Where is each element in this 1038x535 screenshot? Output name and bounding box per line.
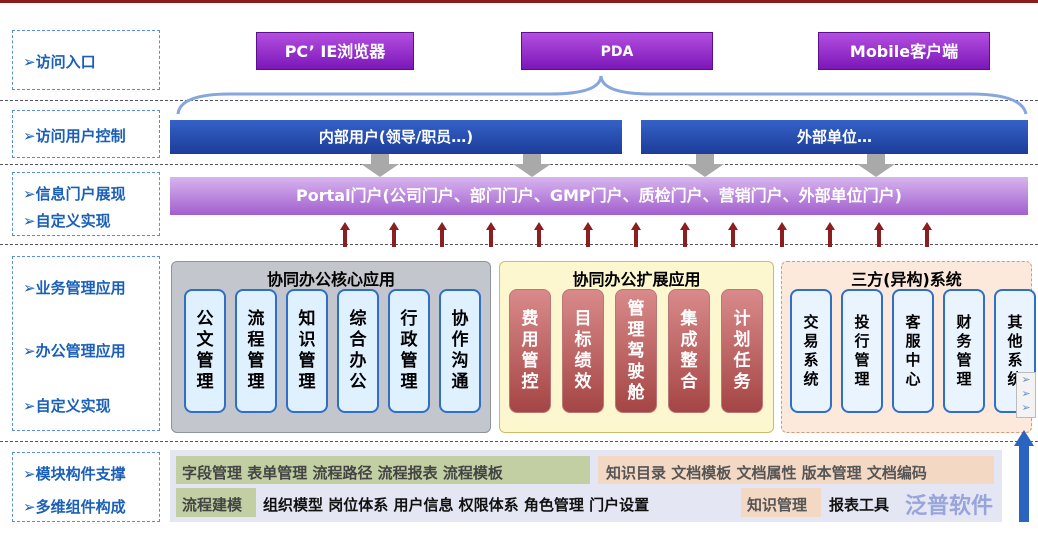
label-info-portal: ➢信息门户展现 [23, 185, 126, 203]
ext-apps-title: 协同办公扩展应用 [572, 270, 701, 289]
up-arrow [486, 222, 496, 247]
third-party-panel: 三方(异构)系统 交易系统 投行管理 客服中心 财务管理 其他系统 [781, 261, 1036, 433]
support-up-arrow [1014, 430, 1034, 522]
ext-app-label: 费用管控 [521, 309, 539, 392]
access-pc-browser: PC’ IE浏览器 [256, 32, 414, 70]
ext-apps-panel: 协同办公扩展应用 费用管控 目标绩效 管理驾驶舱 集成整合 计划任务 [499, 261, 774, 433]
up-arrow [583, 222, 593, 247]
ext-app-label: 集成整合 [680, 309, 698, 392]
label-module-support: ➢模块构件支撑 [23, 465, 126, 483]
ext-app-card: 管理驾驶舱 [615, 289, 657, 413]
components-row2-c-bg [741, 488, 821, 517]
up-arrow [825, 222, 835, 247]
components-row2-a: 流程建模 [182, 496, 243, 514]
separator [0, 441, 1038, 442]
up-arrow [437, 222, 447, 247]
label-business-mgmt: ➢业务管理应用 [23, 279, 126, 297]
components-row2-c: 知识管理 [747, 496, 808, 514]
third-party-label: 交易系统 [803, 313, 819, 388]
core-app-card: 知识管理 [286, 289, 328, 413]
components-row2-d: 报表工具 [829, 496, 890, 514]
up-arrow [728, 222, 738, 247]
label-access-entry: ➢访问入口 [23, 53, 96, 71]
portal-bar: Portal门户(公司门户、部门门户、GMP门户、质检门户、营销门户、外部单位门… [170, 177, 1028, 215]
ext-app-card: 集成整合 [668, 289, 710, 413]
internal-users-bar: 内部用户(领导/职员…) [170, 120, 622, 154]
third-party-card: 交易系统 [790, 289, 832, 413]
layer-applications: ➢业务管理应用 ➢办公管理应用 ➢自定义实现 [12, 256, 160, 431]
up-arrow [534, 222, 544, 247]
third-party-title: 三方(异构)系统 [851, 270, 962, 289]
top-rule [0, 0, 1038, 3]
layer-info-portal: ➢信息门户展现 ➢自定义实现 [12, 172, 160, 236]
ext-app-label: 计划任务 [733, 309, 751, 392]
third-party-card: 财务管理 [943, 289, 985, 413]
label-access-control: ➢访问用户控制 [23, 127, 126, 145]
ext-app-label: 管理驾驶舱 [627, 298, 645, 403]
third-party-label: 客服中心 [905, 313, 921, 388]
up-arrow [922, 222, 932, 247]
up-arrow [631, 222, 641, 247]
up-arrow [389, 222, 399, 247]
core-apps-panel: 协同办公核心应用 公文管理 流程管理 知识管理 综合办公 行政管理 协作沟通 [171, 261, 491, 433]
components-row1-left: 字段管理 表单管理 流程路径 流程报表 流程模板 [182, 464, 503, 482]
separator [0, 244, 1038, 245]
core-app-card: 公文管理 [184, 289, 226, 413]
components-row1-right: 知识目录 文档模板 文档属性 版本管理 文档编码 [606, 464, 927, 482]
components-row1-right-bg [598, 456, 994, 484]
third-party-label: 财务管理 [956, 313, 972, 388]
access-pda: PDA [521, 32, 713, 70]
layer-access-control: ➢访问用户控制 [12, 110, 160, 158]
separator [0, 100, 1038, 101]
third-party-card: 客服中心 [892, 289, 934, 413]
access-brace [176, 75, 1028, 115]
core-app-label: 协作沟通 [451, 309, 469, 392]
label-office-mgmt: ➢办公管理应用 [23, 342, 126, 360]
ext-app-card: 计划任务 [721, 289, 763, 413]
layer-components: ➢模块构件支撑 ➢多维组件构成 [12, 452, 160, 522]
core-app-card: 协作沟通 [439, 289, 481, 413]
core-app-label: 公文管理 [196, 309, 214, 392]
external-users-bar: 外部单位… [641, 120, 1028, 154]
core-apps-title: 协同办公核心应用 [266, 270, 395, 289]
access-mobile-client: Mobile客户端 [818, 32, 990, 70]
core-app-card: 综合办公 [337, 289, 379, 413]
scroll-marker-icon: ➢➢➢ [1016, 372, 1036, 418]
core-app-card: 行政管理 [388, 289, 430, 413]
components-row2-b: 组织模型 岗位体系 用户信息 权限体系 角色管理 门户设置 [263, 496, 650, 514]
components-row1-left-bg [176, 456, 590, 484]
ext-app-card: 费用管控 [509, 289, 551, 413]
layer-access-entry: ➢访问入口 [12, 30, 160, 90]
up-arrow [777, 222, 787, 247]
core-app-label: 综合办公 [349, 309, 367, 392]
up-arrow [340, 222, 350, 247]
core-app-label: 流程管理 [247, 309, 265, 392]
third-party-label: 其他系统 [1007, 313, 1023, 388]
core-app-card: 流程管理 [235, 289, 277, 413]
third-party-label: 投行管理 [854, 313, 870, 388]
watermark-logo: 泛普软件 [905, 494, 994, 519]
core-app-label: 知识管理 [298, 309, 316, 392]
third-party-card: 投行管理 [841, 289, 883, 413]
label-multi-component: ➢多维组件构成 [23, 498, 126, 516]
core-app-label: 行政管理 [400, 309, 418, 392]
ext-app-card: 目标绩效 [562, 289, 604, 413]
up-arrow [680, 222, 690, 247]
label-custom-impl-2: ➢自定义实现 [23, 397, 111, 415]
label-custom-impl: ➢自定义实现 [23, 212, 111, 230]
components-row2-a-bg [176, 488, 256, 517]
ext-app-label: 目标绩效 [574, 309, 592, 392]
up-arrow [874, 222, 884, 247]
